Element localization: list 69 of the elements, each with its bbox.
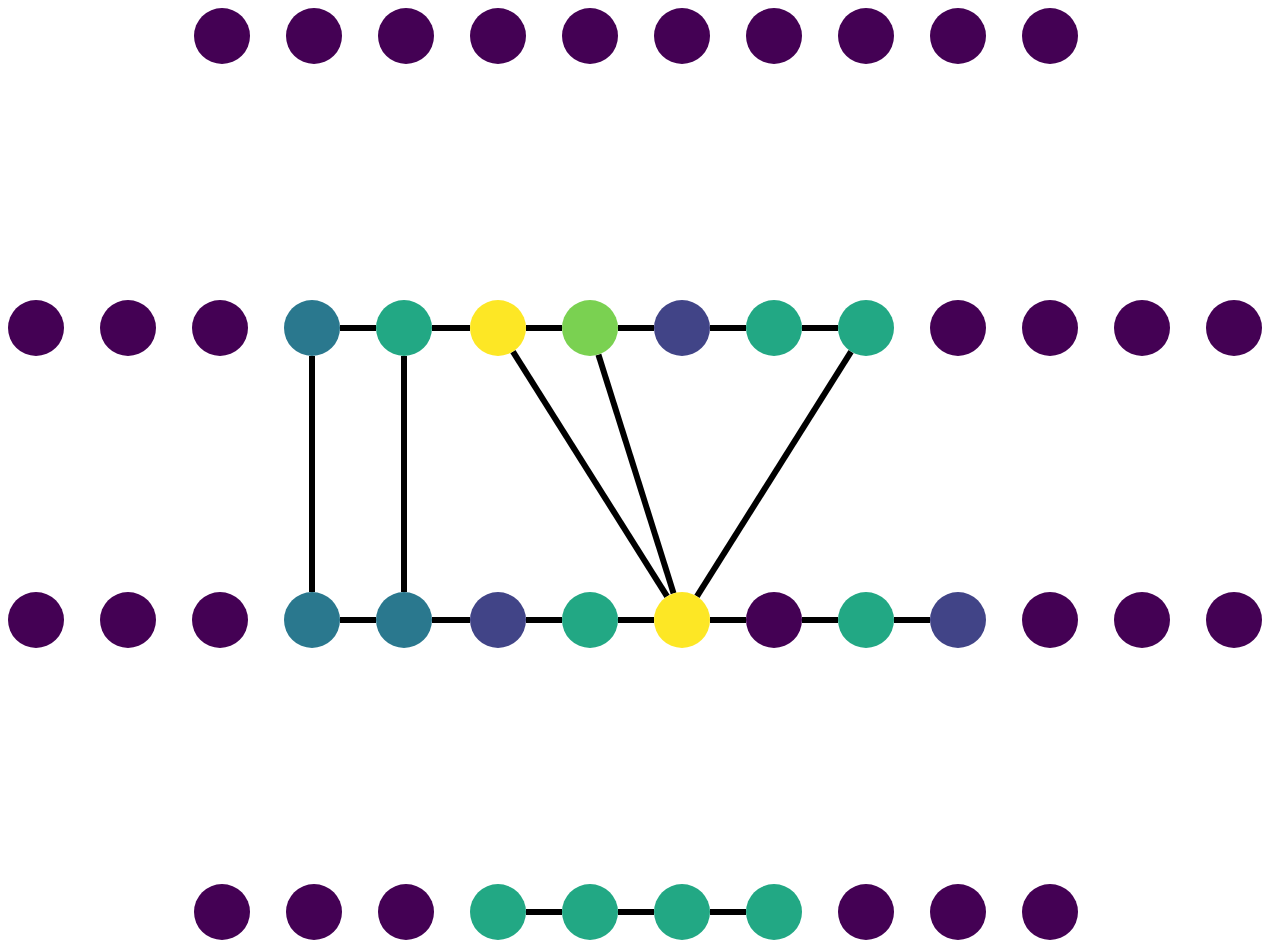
node-circle <box>194 884 250 940</box>
node-circle <box>8 300 64 356</box>
node-circle <box>838 592 894 648</box>
node-circle <box>1206 300 1262 356</box>
node-circle <box>1022 300 1078 356</box>
connector-line <box>401 356 407 592</box>
connector-line <box>710 617 746 623</box>
node-circle <box>470 884 526 940</box>
node-circle <box>1022 8 1078 64</box>
connector-line <box>526 325 562 331</box>
connector-line <box>802 617 838 623</box>
node-circle <box>100 300 156 356</box>
node-circle <box>930 8 986 64</box>
connector-line <box>432 617 470 623</box>
connector-line <box>432 325 470 331</box>
node-circle <box>838 8 894 64</box>
connector-line <box>618 909 654 915</box>
node-circle <box>1206 592 1262 648</box>
node-circle <box>192 300 248 356</box>
node-circle <box>470 592 526 648</box>
connector-line <box>340 617 376 623</box>
node-circle <box>376 592 432 648</box>
node-circle <box>378 884 434 940</box>
node-circle <box>284 592 340 648</box>
node-circle <box>562 300 618 356</box>
connector-line <box>618 617 654 623</box>
connector-line <box>802 325 838 331</box>
connector-line <box>618 325 654 331</box>
node-circle <box>1022 884 1078 940</box>
node-circle <box>654 884 710 940</box>
node-circle <box>378 8 434 64</box>
node-circle <box>470 300 526 356</box>
connector-line <box>710 325 746 331</box>
node-circle <box>100 592 156 648</box>
node-circle <box>746 592 802 648</box>
node-circle <box>8 592 64 648</box>
node-circle <box>470 8 526 64</box>
node-circle <box>562 592 618 648</box>
node-circle <box>838 300 894 356</box>
node-circle <box>562 8 618 64</box>
node-circle <box>1114 592 1170 648</box>
connector-line <box>309 356 315 592</box>
node-circle <box>746 884 802 940</box>
connector-line <box>894 617 930 623</box>
node-circle <box>194 8 250 64</box>
node-circle <box>654 300 710 356</box>
connector-line <box>710 909 746 915</box>
node-circle <box>838 884 894 940</box>
connector-line <box>526 617 562 623</box>
node-circle <box>654 592 710 648</box>
node-circle <box>1022 592 1078 648</box>
node-circle <box>930 592 986 648</box>
node-circle <box>286 884 342 940</box>
connector-line <box>595 353 677 595</box>
node-circle <box>284 300 340 356</box>
node-circle <box>930 300 986 356</box>
node-circle <box>654 8 710 64</box>
node-circle <box>746 300 802 356</box>
connector-line <box>526 909 562 915</box>
connector-line <box>694 350 854 598</box>
node-circle <box>1114 300 1170 356</box>
connector-line <box>510 350 670 598</box>
node-circle <box>746 8 802 64</box>
node-circle <box>192 592 248 648</box>
node-circle <box>376 300 432 356</box>
node-circle <box>562 884 618 940</box>
node-circle <box>930 884 986 940</box>
node-circle <box>286 8 342 64</box>
connector-line <box>340 325 376 331</box>
